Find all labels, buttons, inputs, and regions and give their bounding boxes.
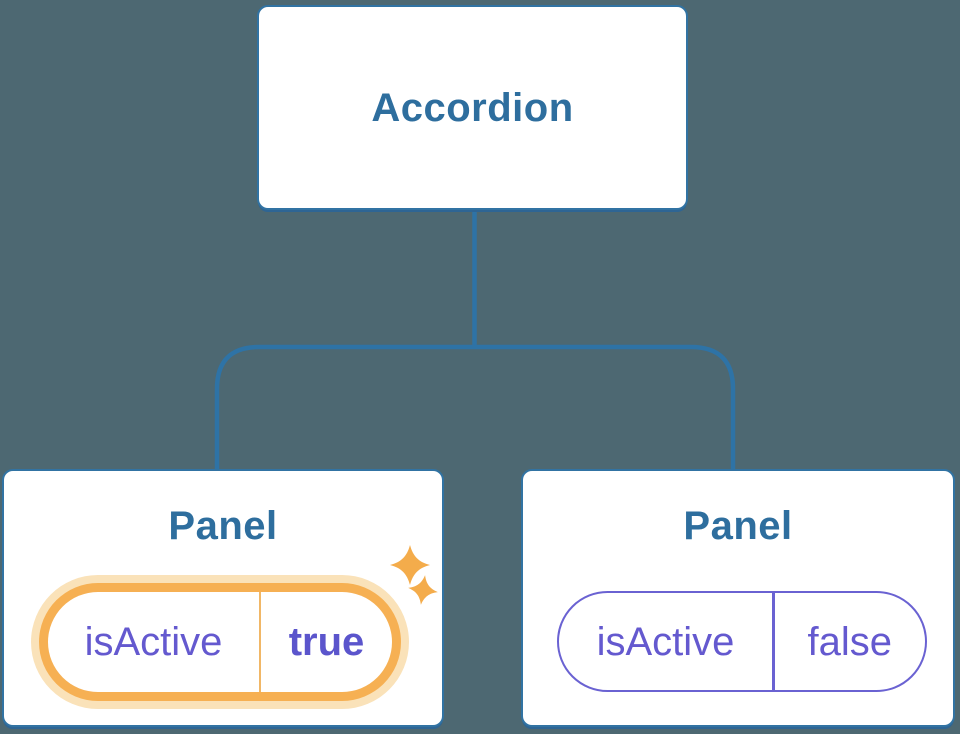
panel-node-label: Panel [168,504,278,548]
sparkle-icon [406,573,440,607]
state-pill-inactive: isActive false [557,591,927,692]
state-value-label: true [288,620,365,664]
state-pill-divider [259,592,261,692]
state-prop-label: isActive [84,620,223,664]
state-value-label: false [807,619,893,664]
panel-node-inactive: Panel isActive false [521,469,955,727]
accordion-node: Accordion [257,5,688,210]
state-pill-active: isActive true [48,592,392,692]
accordion-node-label: Accordion [371,85,574,130]
panel-node-label: Panel [683,504,793,548]
sparkle-icon [390,545,430,585]
state-prop-label: isActive [596,619,735,664]
state-pill-divider [772,593,775,690]
panel-node-active: Panel isActive true [2,469,444,727]
